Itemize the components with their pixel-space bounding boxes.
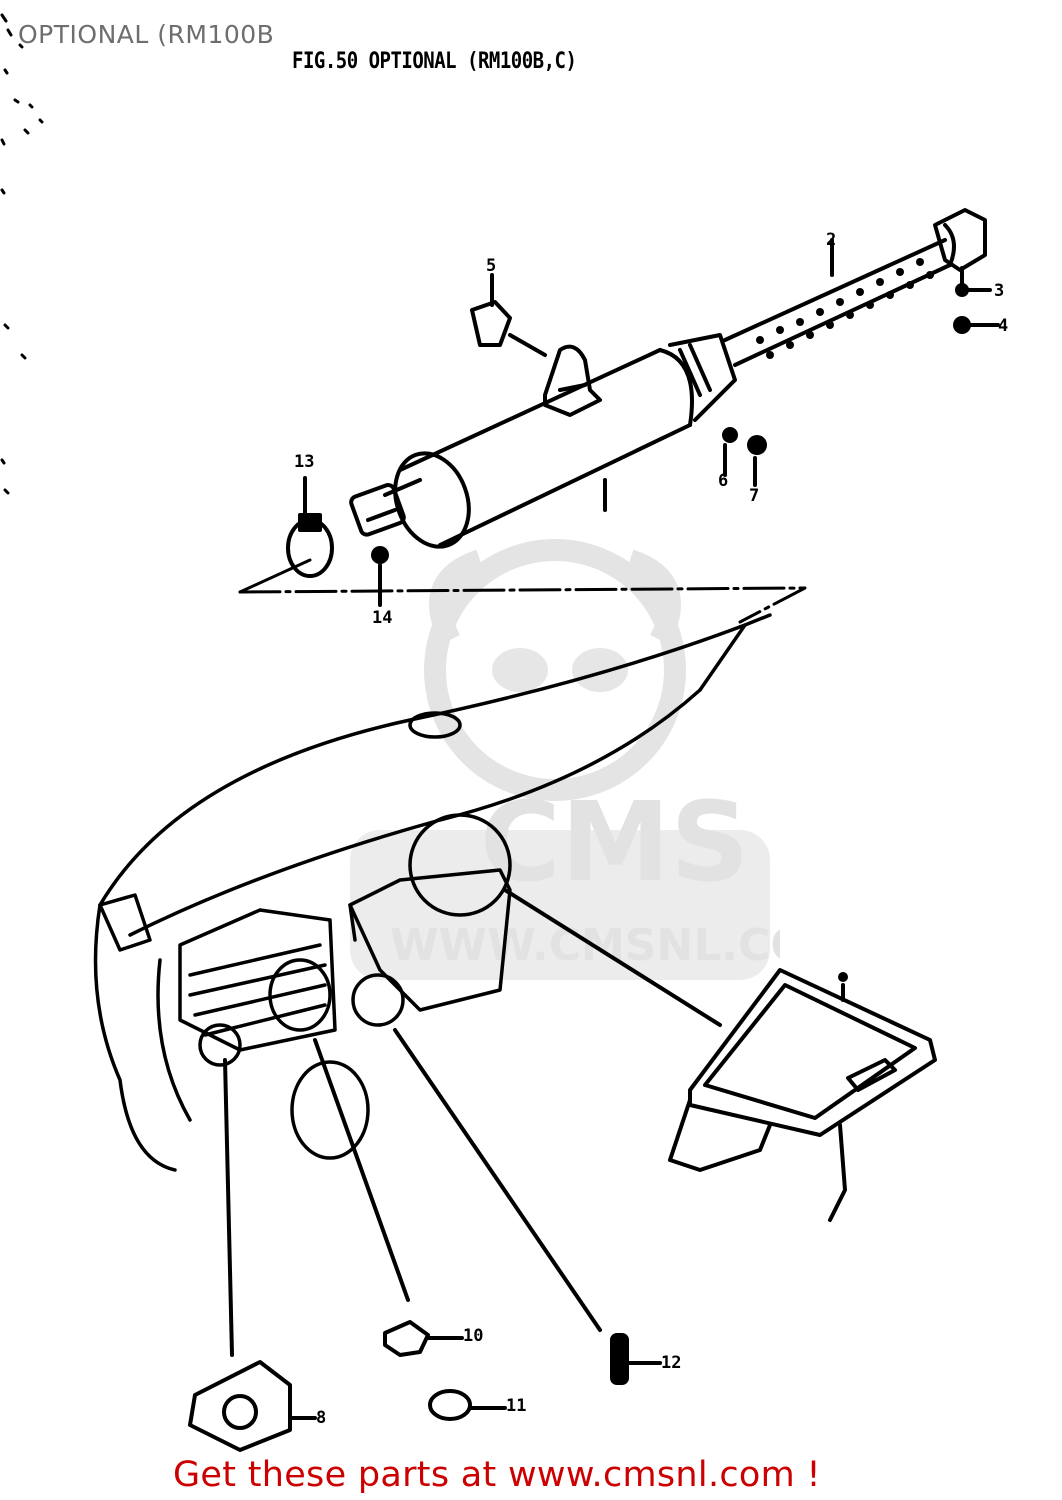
muffler-body <box>349 333 737 549</box>
callout-2: 2 <box>826 230 837 250</box>
bolt-12 <box>610 1333 629 1385</box>
callout-5: 5 <box>486 256 497 276</box>
callout-8: 8 <box>316 1408 327 1428</box>
callout-4: 4 <box>998 316 1009 336</box>
number-plate <box>668 968 937 1222</box>
spring-14 <box>371 546 389 564</box>
callout-10: 10 <box>463 1326 484 1346</box>
callout-9: 9 <box>836 968 846 985</box>
bolt-assembly-5 <box>470 300 512 347</box>
nut-7 <box>747 435 767 455</box>
callout-12: 12 <box>661 1353 682 1373</box>
figure-title: FIG.50 OPTIONAL (RM100B,C) <box>292 48 577 74</box>
scan-noise <box>0 13 44 495</box>
callout-11: 11 <box>506 1396 527 1416</box>
watermark-url: WWW.CMSNL.COM <box>390 920 780 971</box>
callout-6: 6 <box>718 471 729 491</box>
page-title: OPTIONAL (RM100B <box>18 20 275 49</box>
callout-14: 14 <box>372 608 393 628</box>
get-parts-link[interactable]: Get these parts at www.cmsnl.com ! <box>173 1455 821 1495</box>
cap-11 <box>428 1389 472 1421</box>
callout-7: 7 <box>749 486 760 506</box>
cms-watermark-logo: CMS WWW.CMSNL.COM <box>350 539 780 980</box>
motorcycle-outline <box>93 613 772 1172</box>
callout-1: 1 <box>600 498 601 499</box>
plate-8 <box>188 1360 292 1452</box>
callout-13: 13 <box>294 452 315 472</box>
washer-6 <box>722 427 738 443</box>
perforated-tail-pipe <box>723 208 987 367</box>
callout-3: 3 <box>994 281 1005 301</box>
pipe-perforations <box>756 258 934 359</box>
cushion-10 <box>383 1320 430 1357</box>
watermark-brand: CMS <box>480 778 749 906</box>
